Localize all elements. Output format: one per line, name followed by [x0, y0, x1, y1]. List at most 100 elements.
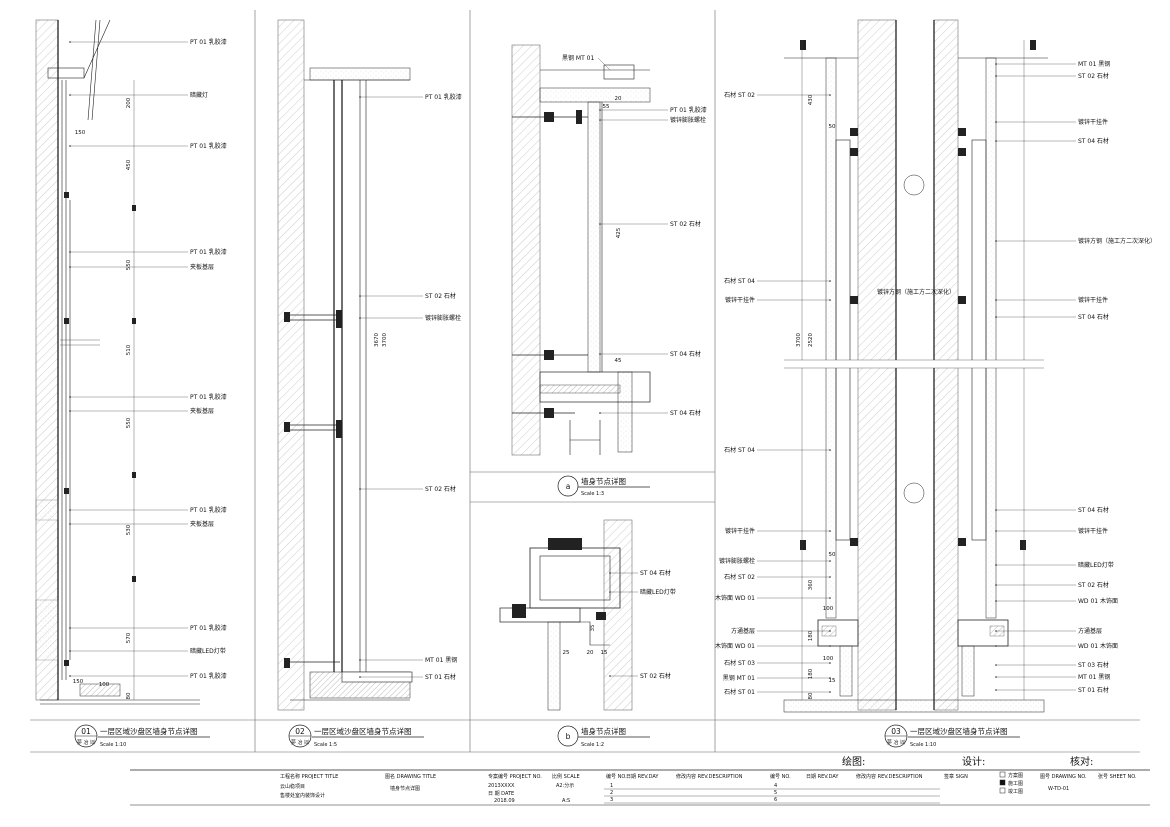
callout-label: 木饰面 WD 01 — [715, 594, 755, 602]
callout-label: PT 01 乳胶漆 — [425, 93, 462, 101]
date-value: 2018.09 — [494, 798, 515, 804]
drawing-no-label: 图号 DRAWING NO. — [1040, 774, 1087, 780]
revision-header: 编号 NO. — [606, 773, 627, 780]
caption-scale: Scale 1:10 — [100, 742, 126, 748]
callout-label: 暗藏LED灯带 — [190, 647, 226, 655]
callout-label: 镀锌干挂件 — [1078, 118, 1108, 126]
caption-panel-02: 02 夢 冶 ⑻ 一层区域沙盘区墙身节点详图 Scale 1:5 — [288, 724, 424, 748]
panel-01-drawing — [35, 19, 200, 705]
dimension-value: 530 — [126, 524, 132, 535]
panel-frames — [30, 10, 1140, 753]
dimension-value: 100 — [99, 682, 110, 688]
caption-scale: Scale 1:2 — [581, 742, 604, 748]
callout-label: ST 04 石材 — [1078, 313, 1109, 321]
caption-detail-a: a 墙身节点详图 Scale 1:3 — [557, 475, 650, 497]
callout-label: ST 04 石材 — [1078, 506, 1109, 514]
callout-label: WD 01 木饰面 — [1078, 642, 1118, 650]
callout-label: ST 02 石材 — [425, 292, 456, 300]
dimension-value: 180 — [808, 668, 814, 679]
dimension-value: 50 — [829, 124, 836, 130]
callout-label: PT 01 乳胶漆 — [190, 248, 227, 256]
revision-number: 3 — [610, 797, 613, 803]
dimension-value: 2520 — [808, 333, 814, 347]
caption-number: 01 — [81, 727, 91, 736]
drawing-signature-label: 绘图: — [842, 755, 865, 768]
caption-badge: 夢 冶 ⑻ — [291, 739, 309, 746]
caption-scale: Scale 1:3 — [581, 491, 604, 497]
callout-label: 夹板基层 — [190, 263, 214, 271]
callout-label: ST 04 石材 — [670, 409, 701, 417]
dimension-value: 430 — [808, 94, 814, 105]
callout-label: 方通基层 — [1078, 627, 1102, 635]
sheet-no-label: 张号 SHEET NO. — [1098, 773, 1137, 780]
callout-label: PT 01 乳胶漆 — [670, 106, 707, 114]
dimension-value: 360 — [808, 579, 814, 590]
callout-label: PT 01 乳胶漆 — [190, 624, 227, 632]
dimension-value: 510 — [126, 344, 132, 355]
caption-scale: Scale 1:10 — [910, 742, 936, 748]
size-value: A:S — [562, 798, 570, 804]
project-title-line2: 售楼处室内装饰设计 — [280, 792, 325, 799]
callout-label: ST 04 石材 — [640, 569, 671, 577]
callout-label: 石材 ST 03 — [724, 659, 755, 667]
caption-number: 03 — [891, 727, 901, 736]
scale-value: A2:分示 — [556, 782, 574, 789]
dimension-value: 550 — [126, 417, 132, 428]
callout-label: PT 01 乳胶漆 — [190, 506, 227, 514]
dimension-value: 45 — [615, 358, 622, 364]
design-signature-label: 设计: — [962, 755, 985, 768]
callout-label: 木饰面 WD 01 — [715, 642, 755, 650]
dimension-value: 3700 — [382, 333, 388, 347]
dimension-value: 180 — [808, 630, 814, 641]
callout-label: 夹板基层 — [190, 520, 214, 528]
dimension-value: 100 — [823, 606, 834, 612]
project-title-label: 工程名称 PROJECT TITLE — [280, 773, 338, 780]
dimension-value: 150 — [75, 130, 86, 136]
callout-label: 镀锌干挂件 — [1078, 527, 1108, 535]
callout-label: 暗藏灯 — [190, 91, 208, 99]
callout-label: MT 01 黑钢 — [425, 656, 457, 664]
callout-label: 石材 ST 04 — [724, 446, 755, 454]
callout-label: MT 01 黑钢 — [1078, 60, 1110, 68]
title-block: 工程名称 PROJECT TITLE 云山稳项目 售楼处室内装饰设计 图名 DR… — [130, 769, 1150, 806]
drawing-no: W-TD-01 — [1048, 786, 1069, 792]
callout-label: 暗藏LED灯带 — [640, 588, 676, 596]
callout-label: ST 02 石材 — [640, 672, 671, 680]
caption-badge: 夢 冶 ⑻ — [77, 739, 95, 746]
callout-label: ST 01 石材 — [1078, 686, 1109, 694]
dimension-value: 3670 — [374, 333, 380, 347]
dimension-value: 80 — [808, 692, 814, 699]
dimension-value: 200 — [126, 97, 132, 108]
caption-title: 墙身节点详图 — [581, 726, 626, 736]
date-label: 日 期 DATE — [488, 791, 514, 797]
dimension-value: 55 — [603, 104, 610, 110]
callout-label: ST 02 石材 — [425, 485, 456, 493]
revision-header: 编号 NO. — [770, 773, 791, 780]
caption-scale: Scale 1:5 — [314, 742, 337, 748]
caption-number: b — [566, 732, 571, 741]
revision-number: 2 — [610, 790, 613, 796]
panel-02-drawing — [277, 19, 413, 711]
callout-label: 石材 ST 02 — [724, 573, 755, 581]
caption-title: 一层区域沙盘区墙身节点详图 — [910, 726, 1008, 736]
center-label: 镀锌方钢（施工方二次深化） — [877, 288, 955, 296]
project-no: 2013XXXX — [488, 783, 515, 789]
callout-label: 镀锌膨胀螺栓 — [719, 557, 755, 565]
caption-badge: 夢 冶 ⑻ — [887, 739, 905, 746]
dimension-value: 100 — [823, 656, 834, 662]
caption-panel-03: 03 夢 冶 ⑻ 一层区域沙盘区墙身节点详图 Scale 1:10 — [884, 724, 1020, 748]
dimension-value: 20 — [587, 650, 594, 656]
caption-title: 一层区域沙盘区墙身节点详图 — [314, 726, 412, 736]
detail-b-drawing — [499, 519, 633, 711]
dimension-value: 570 — [126, 632, 132, 643]
callout-label: 镀锌膨胀螺栓 — [425, 314, 461, 322]
revision-number: 5 — [774, 790, 777, 796]
dimension-value: 450 — [126, 159, 132, 170]
drawing-title-label: 图名 DRAWING TITLE — [385, 773, 436, 780]
dimension-value: 15 — [601, 650, 608, 656]
